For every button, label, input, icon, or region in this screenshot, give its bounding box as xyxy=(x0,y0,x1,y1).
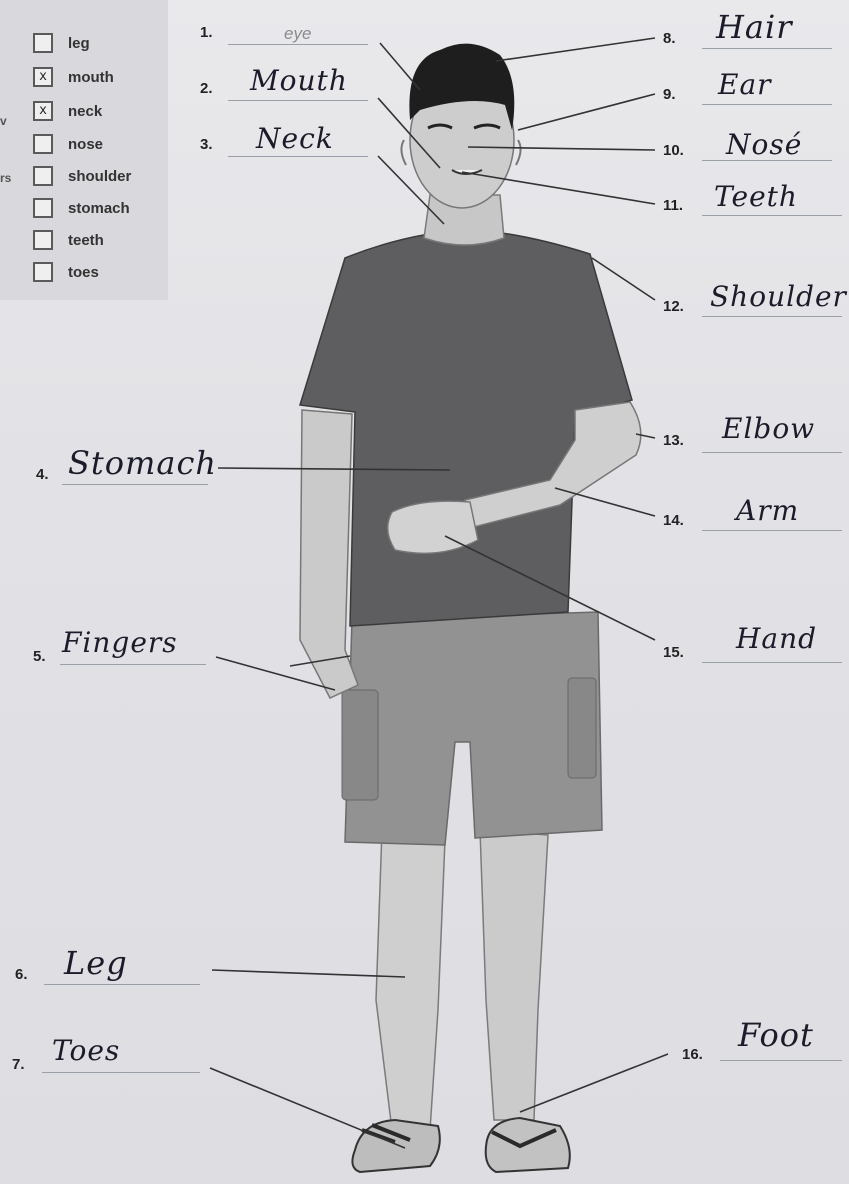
answer-line-9 xyxy=(702,104,832,105)
label-number-10: 10. xyxy=(663,142,684,159)
answer-line-10 xyxy=(702,160,832,161)
label-number-3: 3. xyxy=(200,136,213,153)
answer-12: Shoulder xyxy=(710,280,847,313)
answer-8: Hair xyxy=(716,8,793,46)
answer-3: Neck xyxy=(256,122,334,155)
label-number-1: 1. xyxy=(200,24,213,41)
label-number-14: 14. xyxy=(663,512,684,529)
label-number-8: 8. xyxy=(663,30,676,47)
answer-line-5 xyxy=(60,664,206,665)
label-number-5: 5. xyxy=(33,648,46,665)
answer-7: Toes xyxy=(52,1034,120,1067)
answer-13: Elbow xyxy=(722,412,815,445)
label-number-11: 11. xyxy=(663,197,683,214)
label-number-15: 15. xyxy=(663,644,684,661)
answer-line-4 xyxy=(62,484,208,485)
answer-line-11 xyxy=(702,215,842,216)
answer-14: Arm xyxy=(736,494,799,527)
answer-line-14 xyxy=(702,530,842,531)
answer-line-6 xyxy=(44,984,200,985)
answer-line-12 xyxy=(702,316,842,317)
answer-line-8 xyxy=(702,48,832,49)
answer-10: Nosé xyxy=(726,128,802,161)
answer-9: Ear xyxy=(718,68,772,101)
label-number-4: 4. xyxy=(36,466,49,483)
label-number-7: 7. xyxy=(12,1056,25,1073)
answer-5: Fingers xyxy=(62,626,178,659)
answer-line-13 xyxy=(702,452,842,453)
label-number-9: 9. xyxy=(663,86,676,103)
answer-line-7 xyxy=(42,1072,200,1073)
label-number-16: 16. xyxy=(682,1046,703,1063)
label-number-12: 12. xyxy=(663,298,684,315)
answer-line-16 xyxy=(720,1060,842,1061)
label-number-6: 6. xyxy=(15,966,28,983)
label-number-13: 13. xyxy=(663,432,684,449)
answer-16: Foot xyxy=(738,1016,814,1054)
answer-15: Hand xyxy=(736,622,817,655)
answer-11: Teeth xyxy=(714,180,798,213)
answer-line-3 xyxy=(228,156,368,157)
answer-line-1 xyxy=(228,44,368,45)
answer-2: Mouth xyxy=(250,64,348,97)
label-number-2: 2. xyxy=(200,80,213,97)
answer-line-15 xyxy=(702,662,842,663)
answer-6: Leg xyxy=(64,944,128,982)
answer-line-2 xyxy=(228,100,368,101)
answer-1: eye xyxy=(284,24,311,44)
answer-4: Stomach xyxy=(68,444,217,482)
